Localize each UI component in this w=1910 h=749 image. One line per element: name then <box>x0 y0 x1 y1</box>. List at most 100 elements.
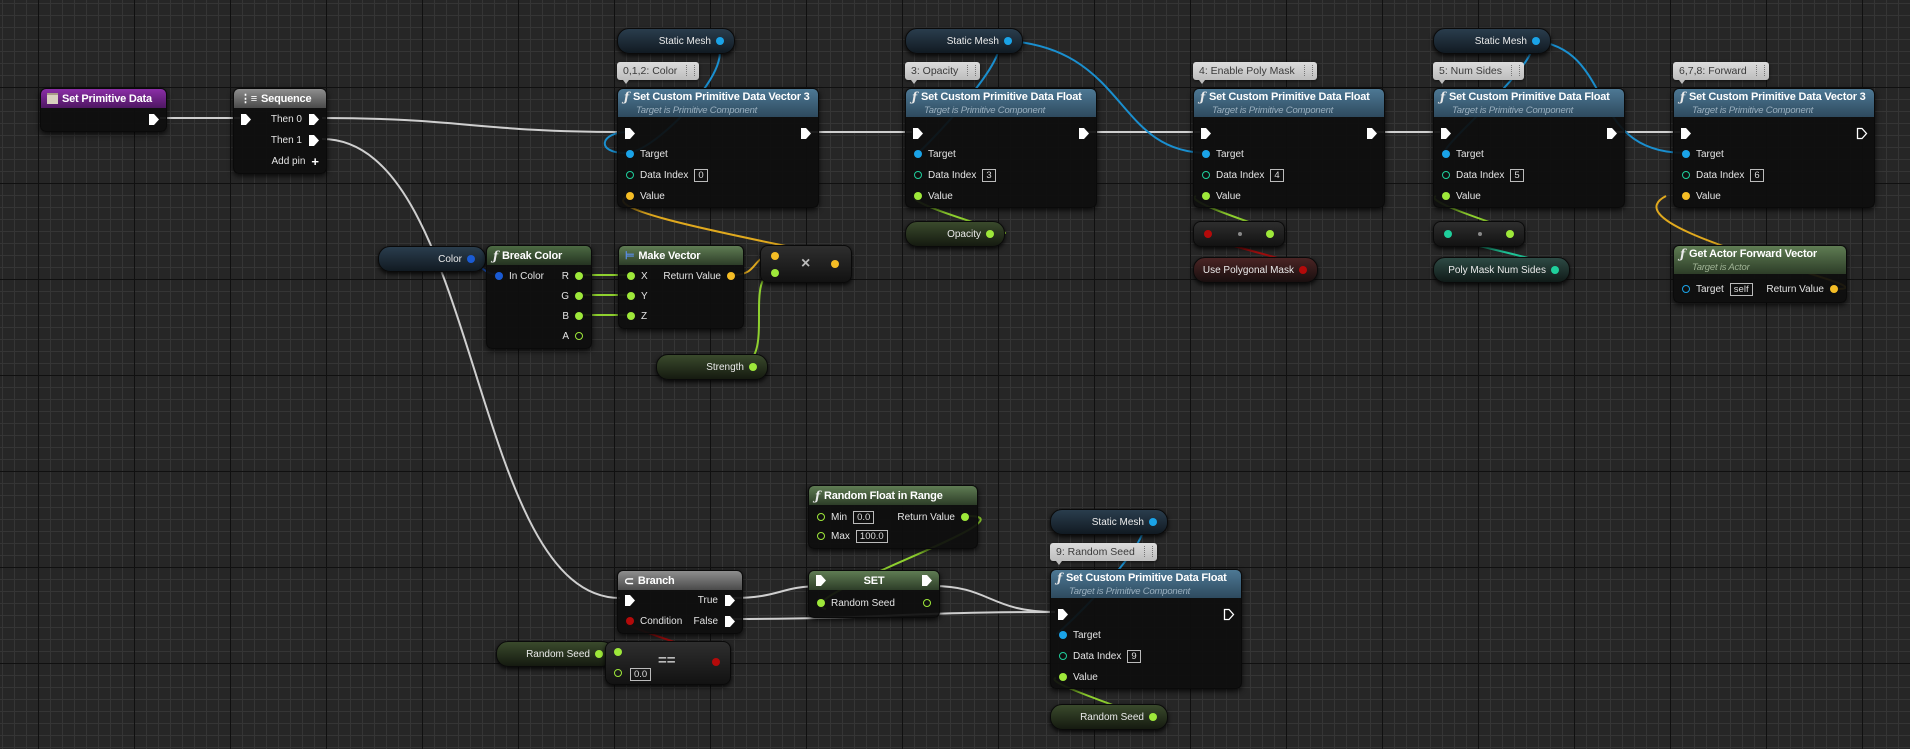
static-mesh-variable[interactable]: Static Mesh <box>617 28 735 54</box>
static-mesh-variable[interactable]: Static Mesh <box>1050 509 1168 535</box>
g-out-pin[interactable] <box>575 292 583 300</box>
color-out-pin[interactable] <box>467 255 475 263</box>
data-index-pin[interactable] <box>1202 171 1210 179</box>
then-0-pin[interactable] <box>308 113 320 126</box>
value-pin[interactable] <box>1682 192 1690 200</box>
opacity-variable[interactable]: Opacity <box>905 221 1005 247</box>
value-pin[interactable] <box>914 192 922 200</box>
exec-out-pin[interactable] <box>800 127 812 140</box>
static-mesh-variable[interactable]: Static Mesh <box>905 28 1023 54</box>
value-pin[interactable] <box>1202 192 1210 200</box>
data-index-pin[interactable] <box>626 171 634 179</box>
b-value-input[interactable]: 0.0 <box>630 668 652 681</box>
data-index-input[interactable]: 9 <box>1127 649 1141 663</box>
a-in-pin[interactable] <box>614 648 622 656</box>
object-out-pin[interactable] <box>716 37 724 45</box>
data-index-input[interactable]: 5 <box>1510 168 1524 182</box>
object-out-pin[interactable] <box>1532 37 1540 45</box>
result-out-pin[interactable] <box>831 260 839 268</box>
exec-in-pin[interactable] <box>1200 127 1212 140</box>
bool-out-pin[interactable] <box>1299 266 1307 274</box>
random-seed-in-pin[interactable] <box>817 599 825 607</box>
target-pin[interactable] <box>914 150 922 158</box>
result-out-pin[interactable] <box>712 658 720 666</box>
data-index-pin[interactable] <box>1059 652 1067 660</box>
int-to-float-conversion-node[interactable] <box>1433 221 1525 247</box>
exec-in-pin[interactable] <box>1680 127 1692 140</box>
exec-out-pin[interactable] <box>1078 127 1090 140</box>
exec-out-pin[interactable] <box>1606 127 1618 140</box>
target-pin[interactable] <box>1202 150 1210 158</box>
exec-out-pin-unconnected[interactable] <box>1856 127 1868 140</box>
int-in-pin[interactable] <box>1444 230 1452 238</box>
value-pin[interactable] <box>1442 192 1450 200</box>
target-pin[interactable] <box>1059 631 1067 639</box>
min-pin[interactable] <box>817 513 825 521</box>
data-index-input[interactable]: 0 <box>694 168 708 182</box>
b-out-pin[interactable] <box>575 312 583 320</box>
true-exec-pin[interactable] <box>724 594 736 607</box>
use-polygonal-mask-variable[interactable]: Use Polygonal Mask <box>1193 257 1318 283</box>
max-input[interactable]: 100.0 <box>855 529 888 543</box>
x-in-pin[interactable] <box>627 272 635 280</box>
add-pin-button[interactable]: Add pin+ <box>271 154 319 169</box>
float-out-pin[interactable] <box>1149 713 1157 721</box>
target-pin[interactable] <box>1442 150 1450 158</box>
a-out-pin[interactable] <box>575 332 583 340</box>
event-node-set-primitive-data[interactable]: Set Primitive Data <box>40 88 167 132</box>
color-variable[interactable]: Color <box>378 246 486 272</box>
target-self-input[interactable]: self <box>1729 282 1753 296</box>
exec-out-pin[interactable] <box>921 574 933 587</box>
target-pin[interactable] <box>1682 150 1690 158</box>
float-out-pin[interactable] <box>1506 230 1514 238</box>
exec-in-pin[interactable] <box>815 574 827 587</box>
exec-out-pin[interactable] <box>1366 127 1378 140</box>
object-out-pin[interactable] <box>1004 37 1012 45</box>
min-input[interactable]: 0.0 <box>853 510 875 524</box>
random-seed-variable[interactable]: Random Seed <box>496 641 614 667</box>
data-index-pin[interactable] <box>1682 171 1690 179</box>
exec-out-pin[interactable] <box>148 113 160 126</box>
in-color-pin[interactable] <box>495 272 503 280</box>
b-in-pin[interactable] <box>771 269 779 277</box>
exec-in-pin[interactable] <box>240 113 252 126</box>
value-pin[interactable] <box>1059 673 1067 681</box>
return-value-pin[interactable] <box>1830 285 1838 293</box>
float-out-pin[interactable] <box>749 363 757 371</box>
data-index-pin[interactable] <box>914 171 922 179</box>
multiply-node[interactable]: × <box>760 245 852 283</box>
static-mesh-variable[interactable]: Static Mesh <box>1433 28 1551 54</box>
random-seed-variable[interactable]: Random Seed <box>1050 704 1168 730</box>
then-1-pin[interactable] <box>308 134 320 147</box>
poly-mask-num-sides-variable[interactable]: Poly Mask Num Sides <box>1433 257 1570 283</box>
data-index-input[interactable]: 4 <box>1270 168 1284 182</box>
false-exec-pin[interactable] <box>724 615 736 628</box>
sequence-node[interactable]: ⋮≡ Sequence Then 0 Then 1 Add pin+ <box>233 88 327 174</box>
branch-node[interactable]: ⊂Branch Condition True False <box>617 570 743 634</box>
float-out-pin[interactable] <box>595 650 603 658</box>
bool-to-float-conversion-node[interactable] <box>1193 221 1285 247</box>
float-out-pin[interactable] <box>1266 230 1274 238</box>
data-index-input[interactable]: 3 <box>982 168 996 182</box>
r-out-pin[interactable] <box>575 272 583 280</box>
make-vector-node[interactable]: ⊨Make Vector X Y Z Return Value <box>618 245 744 329</box>
target-pin[interactable] <box>1682 285 1690 293</box>
condition-pin[interactable] <box>626 617 634 625</box>
bool-in-pin[interactable] <box>1204 230 1212 238</box>
return-value-pin[interactable] <box>961 513 969 521</box>
return-value-pin[interactable] <box>727 272 735 280</box>
equals-node[interactable]: 0.0 == <box>605 641 731 685</box>
z-in-pin[interactable] <box>627 312 635 320</box>
value-pin[interactable] <box>626 192 634 200</box>
max-pin[interactable] <box>817 532 825 540</box>
int-out-pin[interactable] <box>1551 266 1559 274</box>
data-index-input[interactable]: 6 <box>1750 168 1764 182</box>
